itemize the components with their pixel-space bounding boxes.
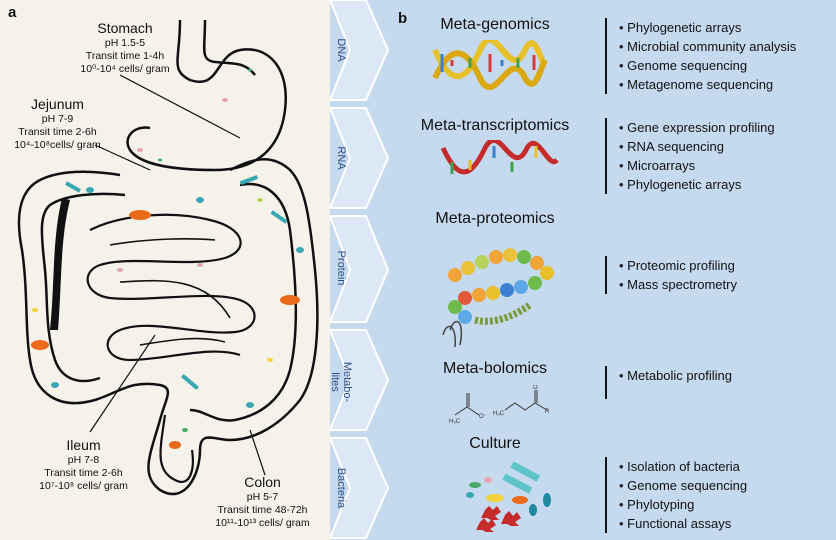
svg-text:H₃C: H₃C [493, 411, 505, 417]
omics-title-transcriptomics: Meta-transcriptomics [420, 117, 570, 134]
chevron-label-bacteria: Bacteria [335, 467, 347, 509]
list-item: Genome sequencing [619, 56, 796, 75]
colon-inner [40, 192, 126, 383]
list-item: Metabolic profiling [619, 366, 732, 385]
bacteria-culture-icon [466, 461, 551, 532]
intestine-illustration [17, 19, 319, 496]
dna-double-helix-icon [432, 40, 548, 90]
stomach-label: Stomach pH 1.5-5 Transit time 1-4h 10⁰-1… [80, 20, 170, 75]
svg-text:H₃C: H₃C [449, 419, 461, 425]
chevron-label-rna: RNA [335, 146, 347, 170]
chevron-protein [330, 215, 390, 323]
applications-list-culture: Isolation of bacteria Genome sequencing … [605, 457, 747, 533]
list-item: Phylogenetic arrays [619, 175, 775, 194]
protein-chain-icon [442, 248, 554, 348]
list-item: Phylogenetic arrays [619, 18, 796, 37]
list-item: Phylotyping [619, 495, 747, 514]
list-item: Mass spectrometry [619, 275, 737, 294]
list-item: Functional assays [619, 514, 747, 533]
jejunum-label: Jejunum pH 7-9 Transit time 2-6h 10⁴-10⁸… [14, 96, 101, 151]
stomach-inner [202, 19, 256, 76]
list-item: Isolation of bacteria [619, 457, 747, 476]
chevron-column [330, 0, 390, 539]
panel-b-letter: b [398, 10, 408, 27]
omics-title-metabolomics: Meta-bolomics [442, 360, 548, 377]
list-item: Genome sequencing [619, 476, 747, 495]
applications-list-metabolomics: Metabolic profiling [605, 366, 732, 399]
metabolite-structures-icon: H₃C O⁻ H₃C R O [449, 385, 550, 425]
colon-shadow [50, 198, 70, 330]
ileum-label: Ileum pH 7-8 Transit time 2-6h 10⁷-10⁸ c… [39, 437, 128, 492]
svg-text:R: R [545, 409, 550, 415]
stomach-callout-line [119, 74, 241, 139]
jejunum-callout-line [94, 144, 151, 171]
omics-title-genomics: Meta-genomics [440, 16, 550, 33]
applications-list-transcriptomics: Gene expression profiling RNA sequencing… [605, 118, 775, 194]
list-item: Metagenome sequencing [619, 75, 796, 94]
list-item: Microarrays [619, 156, 775, 175]
rna-helix-icon [440, 140, 559, 175]
chevron-metabolites [330, 329, 390, 431]
stomach-outline [126, 19, 288, 172]
svg-text:O⁻: O⁻ [479, 414, 487, 420]
chevron-dna [330, 0, 390, 101]
rectum [159, 414, 194, 483]
small-intestine-loop [86, 213, 256, 362]
list-item: Microbial community analysis [619, 37, 796, 56]
colon-callout-line [249, 429, 266, 476]
bacteria-dots [31, 68, 304, 449]
list-item: Proteomic profiling [619, 256, 737, 275]
svg-text:O: O [533, 385, 538, 391]
list-item: RNA sequencing [619, 137, 775, 156]
panel-a-letter: a [8, 4, 17, 21]
omics-title-culture: Culture [469, 435, 521, 452]
colon-label: Colon pH 5-7 Transit time 48-72h 10¹¹-10… [215, 474, 310, 529]
chevron-label-metabolites: Metabo- lites [329, 361, 353, 403]
chevron-bacteria [330, 437, 390, 539]
applications-list-proteomics: Proteomic profiling Mass spectrometry [605, 256, 737, 294]
chevron-label-dna: DNA [335, 38, 347, 62]
chevron-rna [330, 107, 390, 209]
colon-inner-right [189, 182, 298, 422]
chevron-label-protein: Protein [335, 250, 347, 286]
omics-title-proteomics: Meta-proteomics [435, 210, 555, 227]
ileum-callout-line [89, 334, 156, 433]
colon-outline [17, 158, 319, 496]
applications-list-genomics: Phylogenetic arrays Microbial community … [605, 18, 796, 94]
list-item: Gene expression profiling [619, 118, 774, 137]
small-intestine-loop-2 [109, 238, 231, 346]
